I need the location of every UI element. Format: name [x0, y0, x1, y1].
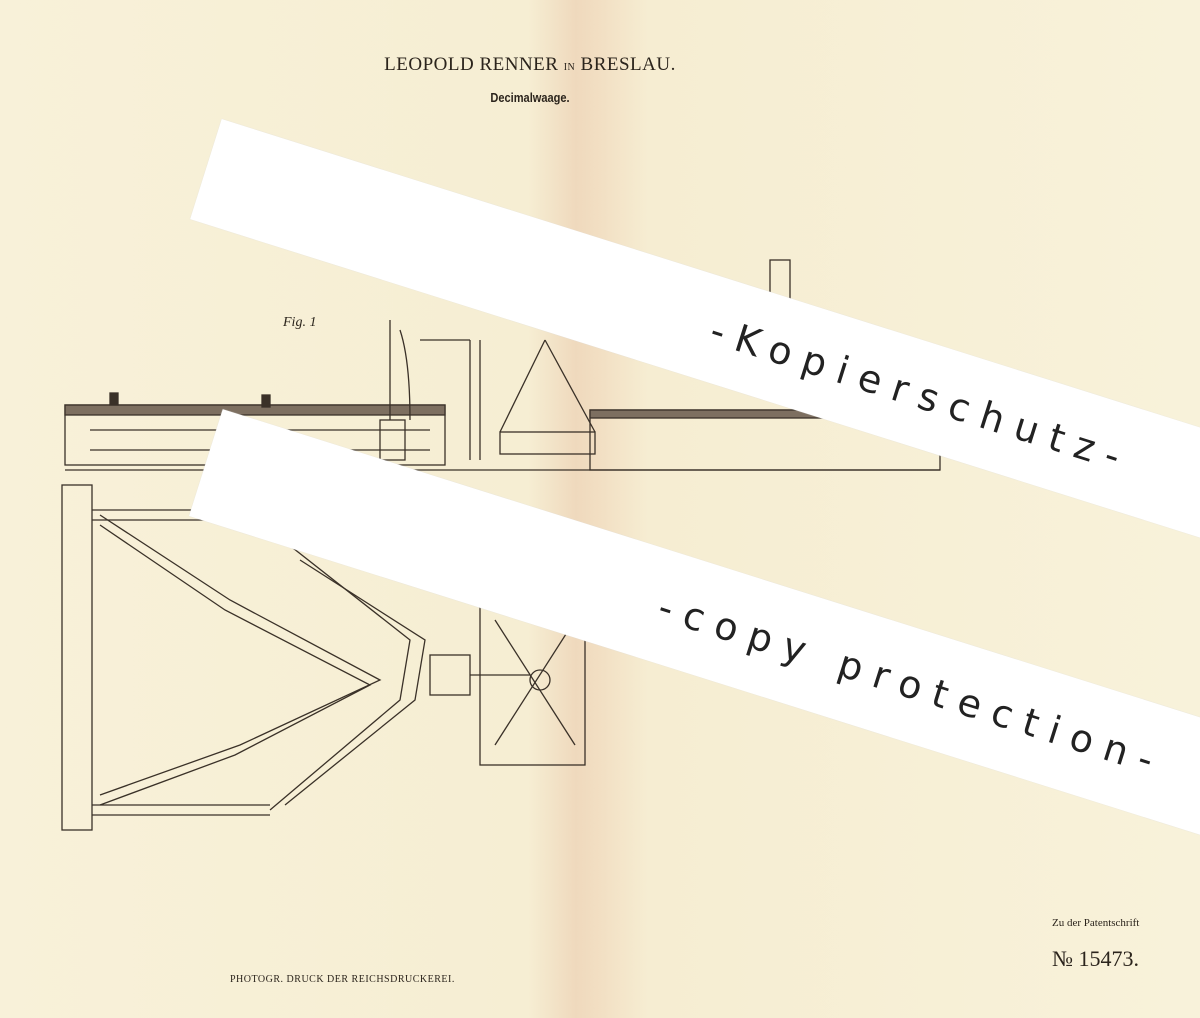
patent-reference-label: Zu der Patentschrift — [1052, 917, 1139, 929]
patent-number: № 15473. — [1052, 946, 1139, 972]
printer-credit: PHOTOGR. DRUCK DER REICHSDRUCKEREI. — [230, 974, 455, 985]
